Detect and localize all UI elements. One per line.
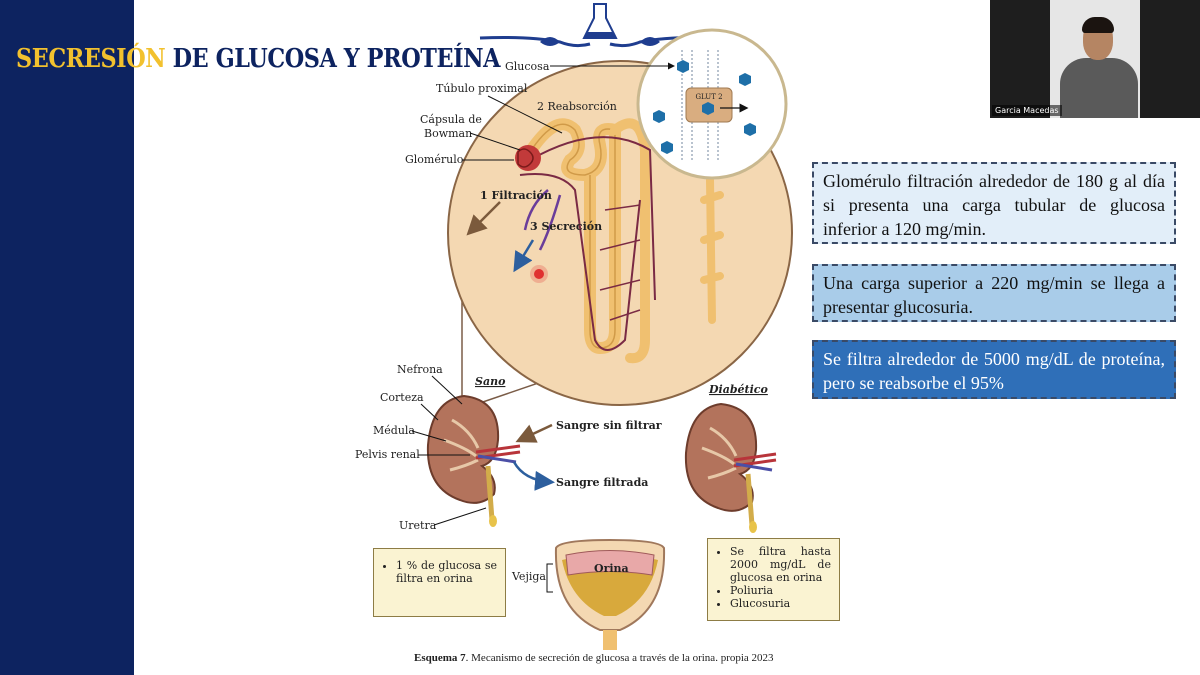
label-glucosa: Glucosa [505,60,550,73]
label-capsula-1: Cápsula de [420,113,482,126]
label-corteza: Corteza [380,391,424,404]
label-sano: Sano [475,375,505,388]
nephron-illustration [515,118,724,364]
figure-caption: Esquema 7. Mecanismo de secreción de glu… [414,652,774,664]
kidney-diabetico-illustration [684,402,777,533]
slide-title-rest: DE GLUCOSA Y PROTEÍNA [172,44,501,74]
label-tubulo-proximal: Túbulo proximal [436,82,528,95]
label-medula: Médula [373,424,415,437]
note-sano: 1 % de glucosa se filtra en orina [373,548,506,617]
note-diabetico-item: Poliuria [730,584,831,597]
label-sangre-filtrada: Sangre filtrada [556,476,648,489]
label-glomerulo: Glomérulo [405,153,464,166]
label-pelvis-renal: Pelvis renal [355,448,420,461]
glut2-inset: GLUT 2 [636,28,788,180]
note-diabetico-item: Se filtra hasta 2000 mg/dL de glucosa en… [730,545,831,584]
slide-side-band [0,0,134,675]
info-box-filtracion: Glomérulo filtración alrededor de 180 g … [812,162,1176,244]
note-diabetico-item: Glucosuria [730,597,831,610]
slide-title: SECRESIÓN DE GLUCOSA Y PROTEÍNA [16,44,500,74]
label-uretra: Uretra [399,519,437,532]
label-vejiga: Vejiga [511,570,546,583]
label-nefrona: Nefrona [397,363,443,376]
label-sangre-sin-filtrar: Sangre sin filtrar [556,419,662,432]
info-box-proteina: Se filtra alrededor de 5000 mg/dL de pro… [812,340,1176,399]
glomerulus [515,145,541,171]
label-capsula-2: Bowman [424,127,472,140]
slide-title-highlight: SECRESIÓN [16,44,166,74]
caption-label: Esquema 7 [414,652,466,664]
laser-pointer-dot [534,269,544,279]
note-sano-item: 1 % de glucosa se filtra en orina [396,559,497,585]
webcam-thumbnail[interactable]: Garcia Macedas [990,0,1200,118]
label-reabsorcion: 2 Reabsorción [537,100,617,113]
kidney-sano-illustration [426,394,521,527]
label-secrecion: 3 Secreción [530,220,602,233]
label-orina: Orina [594,562,629,575]
participant-name: Garcia Macedas [992,105,1062,116]
participant-figure [1060,58,1138,118]
caption-text: . Mecanismo de secreción de glucosa a tr… [465,652,774,664]
kidney-diagram: GLUT 2 Glucosa Túbulo proximal 2 Reabsor… [355,3,793,650]
label-filtracion: 1 Filtración [480,189,552,202]
label-diabetico: Diabético [708,383,768,396]
glut2-label: GLUT 2 [695,93,722,101]
info-box-glucosuria: Una carga superior a 220 mg/min se llega… [812,264,1176,322]
bladder-illustration: Orina [554,538,666,650]
note-diabetico: Se filtra hasta 2000 mg/dL de glucosa en… [707,538,840,621]
